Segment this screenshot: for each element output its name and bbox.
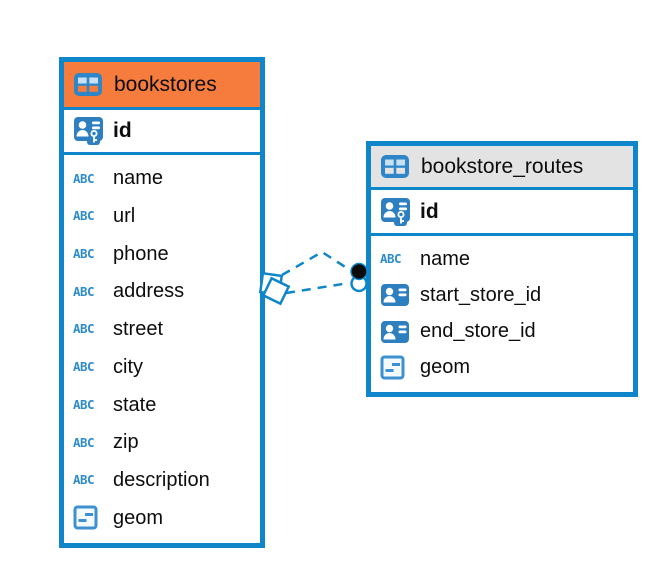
relationship-line-1[interactable] — [281, 250, 351, 277]
column-label: city — [113, 355, 143, 378]
primary-key-label: id — [113, 119, 132, 142]
text-type-icon: ABC — [73, 434, 95, 450]
column-label: address — [113, 280, 185, 303]
column-row[interactable]: ABC city — [73, 349, 251, 387]
primary-key-label: id — [420, 199, 439, 223]
column-row[interactable]: ABC url — [73, 198, 251, 236]
text-type-icon: ABC — [73, 396, 95, 412]
column-row[interactable]: ABC street — [73, 311, 251, 349]
column-row[interactable]: ABC state — [73, 386, 251, 424]
text-type-icon: ABC — [73, 359, 95, 375]
column-row[interactable]: geom — [73, 499, 251, 537]
table-title: bookstores — [114, 72, 217, 96]
column-row[interactable]: ABC description — [73, 462, 251, 500]
column-label: zip — [113, 431, 139, 454]
column-row[interactable]: end_store_id — [380, 314, 624, 350]
column-row[interactable]: ABC name — [380, 241, 624, 277]
table-icon — [73, 72, 105, 97]
column-label: street — [113, 318, 164, 341]
text-type-icon: ABC — [380, 250, 402, 266]
column-label: geom — [420, 356, 471, 379]
person-badge-icon — [380, 283, 412, 307]
geometry-type-icon — [380, 355, 412, 381]
text-type-icon: ABC — [73, 321, 95, 337]
table-header-bookstores[interactable]: bookstores — [64, 62, 260, 110]
column-label: start_store_id — [420, 283, 542, 306]
circle-endpoints — [350, 262, 368, 293]
text-type-icon: ABC — [73, 246, 95, 261]
column-label: name — [113, 167, 164, 190]
column-row[interactable]: start_store_id — [380, 277, 624, 313]
column-label: name — [420, 247, 471, 270]
table-header-bookstore-routes[interactable]: bookstore_routes — [371, 146, 633, 190]
table-bookstore-routes[interactable]: bookstore_routes id ABC name — [366, 141, 638, 397]
column-row[interactable]: ABC phone — [73, 235, 251, 273]
primary-key-row[interactable]: id — [64, 110, 260, 155]
table-icon — [380, 154, 412, 179]
column-label: description — [113, 468, 210, 491]
person-badge-icon — [380, 320, 412, 344]
column-label: geom — [113, 506, 164, 529]
person-key-icon — [73, 116, 105, 146]
relationship-line-2[interactable] — [285, 281, 350, 295]
column-row[interactable]: ABC name — [73, 160, 251, 198]
column-row[interactable]: ABC zip — [73, 424, 251, 462]
person-key-icon — [380, 197, 412, 227]
text-type-icon: ABC — [73, 208, 95, 224]
geometry-type-icon — [73, 505, 105, 531]
text-type-icon: ABC — [73, 170, 95, 186]
column-label: end_store_id — [420, 320, 536, 343]
column-row[interactable]: ABC address — [73, 273, 251, 311]
column-row[interactable]: geom — [380, 350, 624, 386]
column-label: url — [113, 205, 136, 228]
primary-key-row[interactable]: id — [371, 190, 633, 236]
column-list: ABC name start_store_id end_store_id geom — [371, 236, 633, 392]
column-label: phone — [113, 242, 169, 265]
text-type-icon: ABC — [73, 283, 95, 299]
table-title: bookstore_routes — [421, 154, 584, 178]
column-label: state — [113, 393, 157, 416]
text-type-icon: ABC — [73, 472, 95, 488]
